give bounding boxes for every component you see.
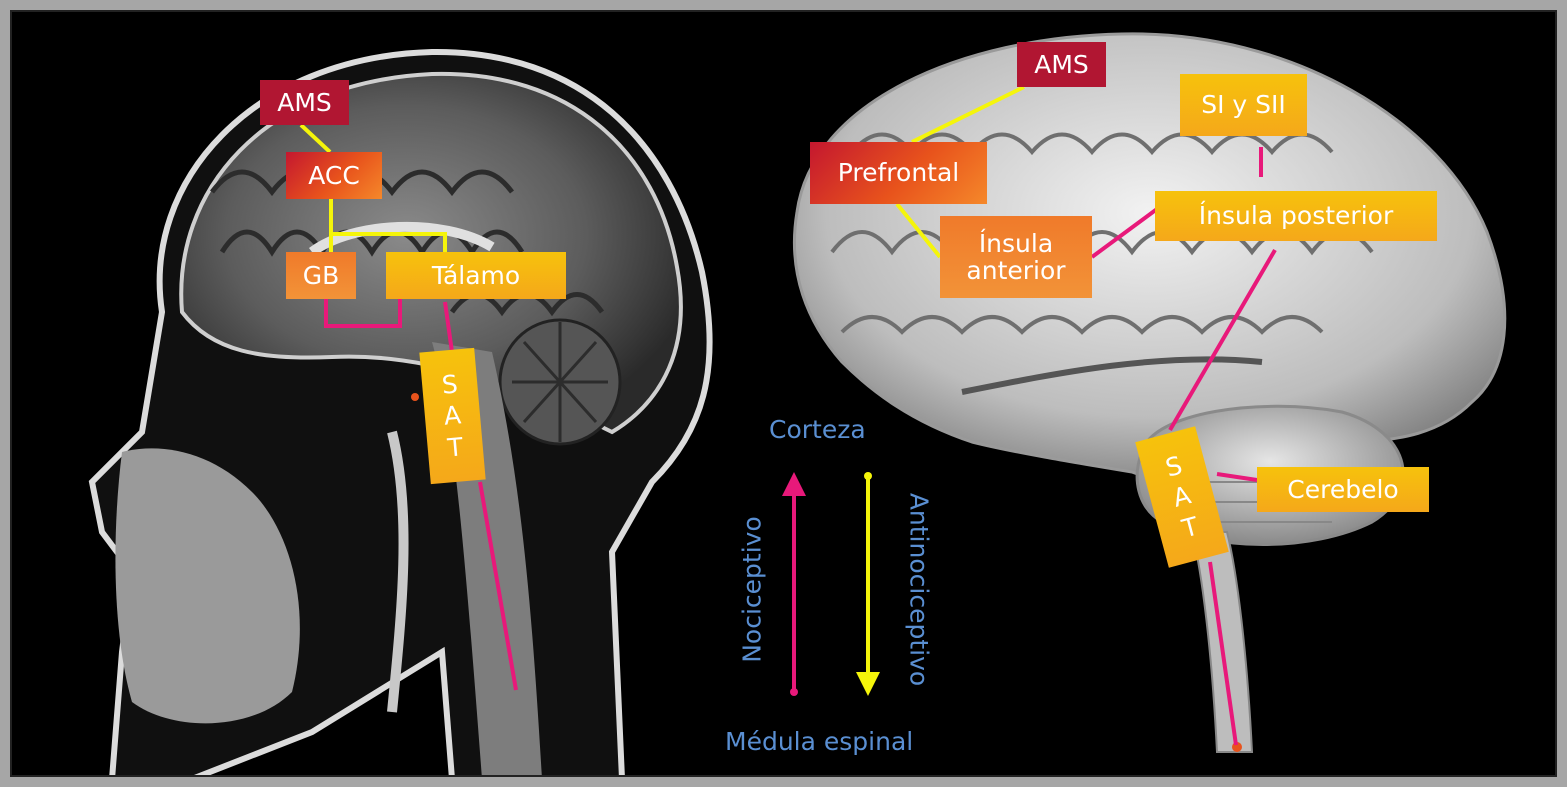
- label-talamo: Tálamo: [386, 252, 566, 299]
- sat-right-s: S: [1162, 450, 1185, 484]
- legend-antinociceptive-label: Antinociceptivo: [905, 490, 934, 690]
- sagittal-mri-image: [92, 52, 710, 777]
- label-cerebelo: Cerebelo: [1257, 467, 1429, 512]
- antinociceptive-arrow-origin: [864, 472, 872, 480]
- legend-nociceptive-label: Nociceptivo: [738, 505, 767, 675]
- label-prefrontal: Prefrontal: [810, 142, 987, 204]
- legend-bottom-label: Médula espinal: [725, 727, 913, 756]
- sat-right-a: A: [1170, 480, 1195, 515]
- legend-arrows: [790, 472, 872, 696]
- label-ams-right: AMS: [1017, 42, 1106, 87]
- nociceptive-arrow-origin: [790, 688, 798, 696]
- sat-left-t: T: [446, 431, 464, 463]
- label-acc: ACC: [286, 152, 382, 199]
- sat-left-a: A: [443, 400, 463, 433]
- insula-anterior-line1: Ínsula: [979, 230, 1053, 258]
- legend-top-label: Corteza: [769, 415, 866, 444]
- marker-dot: [411, 393, 419, 401]
- sat-left-s: S: [441, 369, 460, 402]
- label-si-sii: SI y SII: [1180, 74, 1307, 136]
- label-ams-left: AMS: [260, 80, 349, 125]
- label-insula-anterior: Ínsula anterior: [940, 216, 1092, 298]
- sat-right-t: T: [1179, 510, 1202, 544]
- label-sat-left: S A T: [419, 348, 485, 484]
- label-gb: GB: [286, 252, 356, 299]
- insula-anterior-line2: anterior: [966, 257, 1065, 285]
- figure-frame: AMS ACC GB Tálamo S A T AMS Prefrontal Í…: [10, 10, 1557, 777]
- label-insula-posterior: Ínsula posterior: [1155, 191, 1437, 241]
- brain-scene: [12, 12, 1557, 777]
